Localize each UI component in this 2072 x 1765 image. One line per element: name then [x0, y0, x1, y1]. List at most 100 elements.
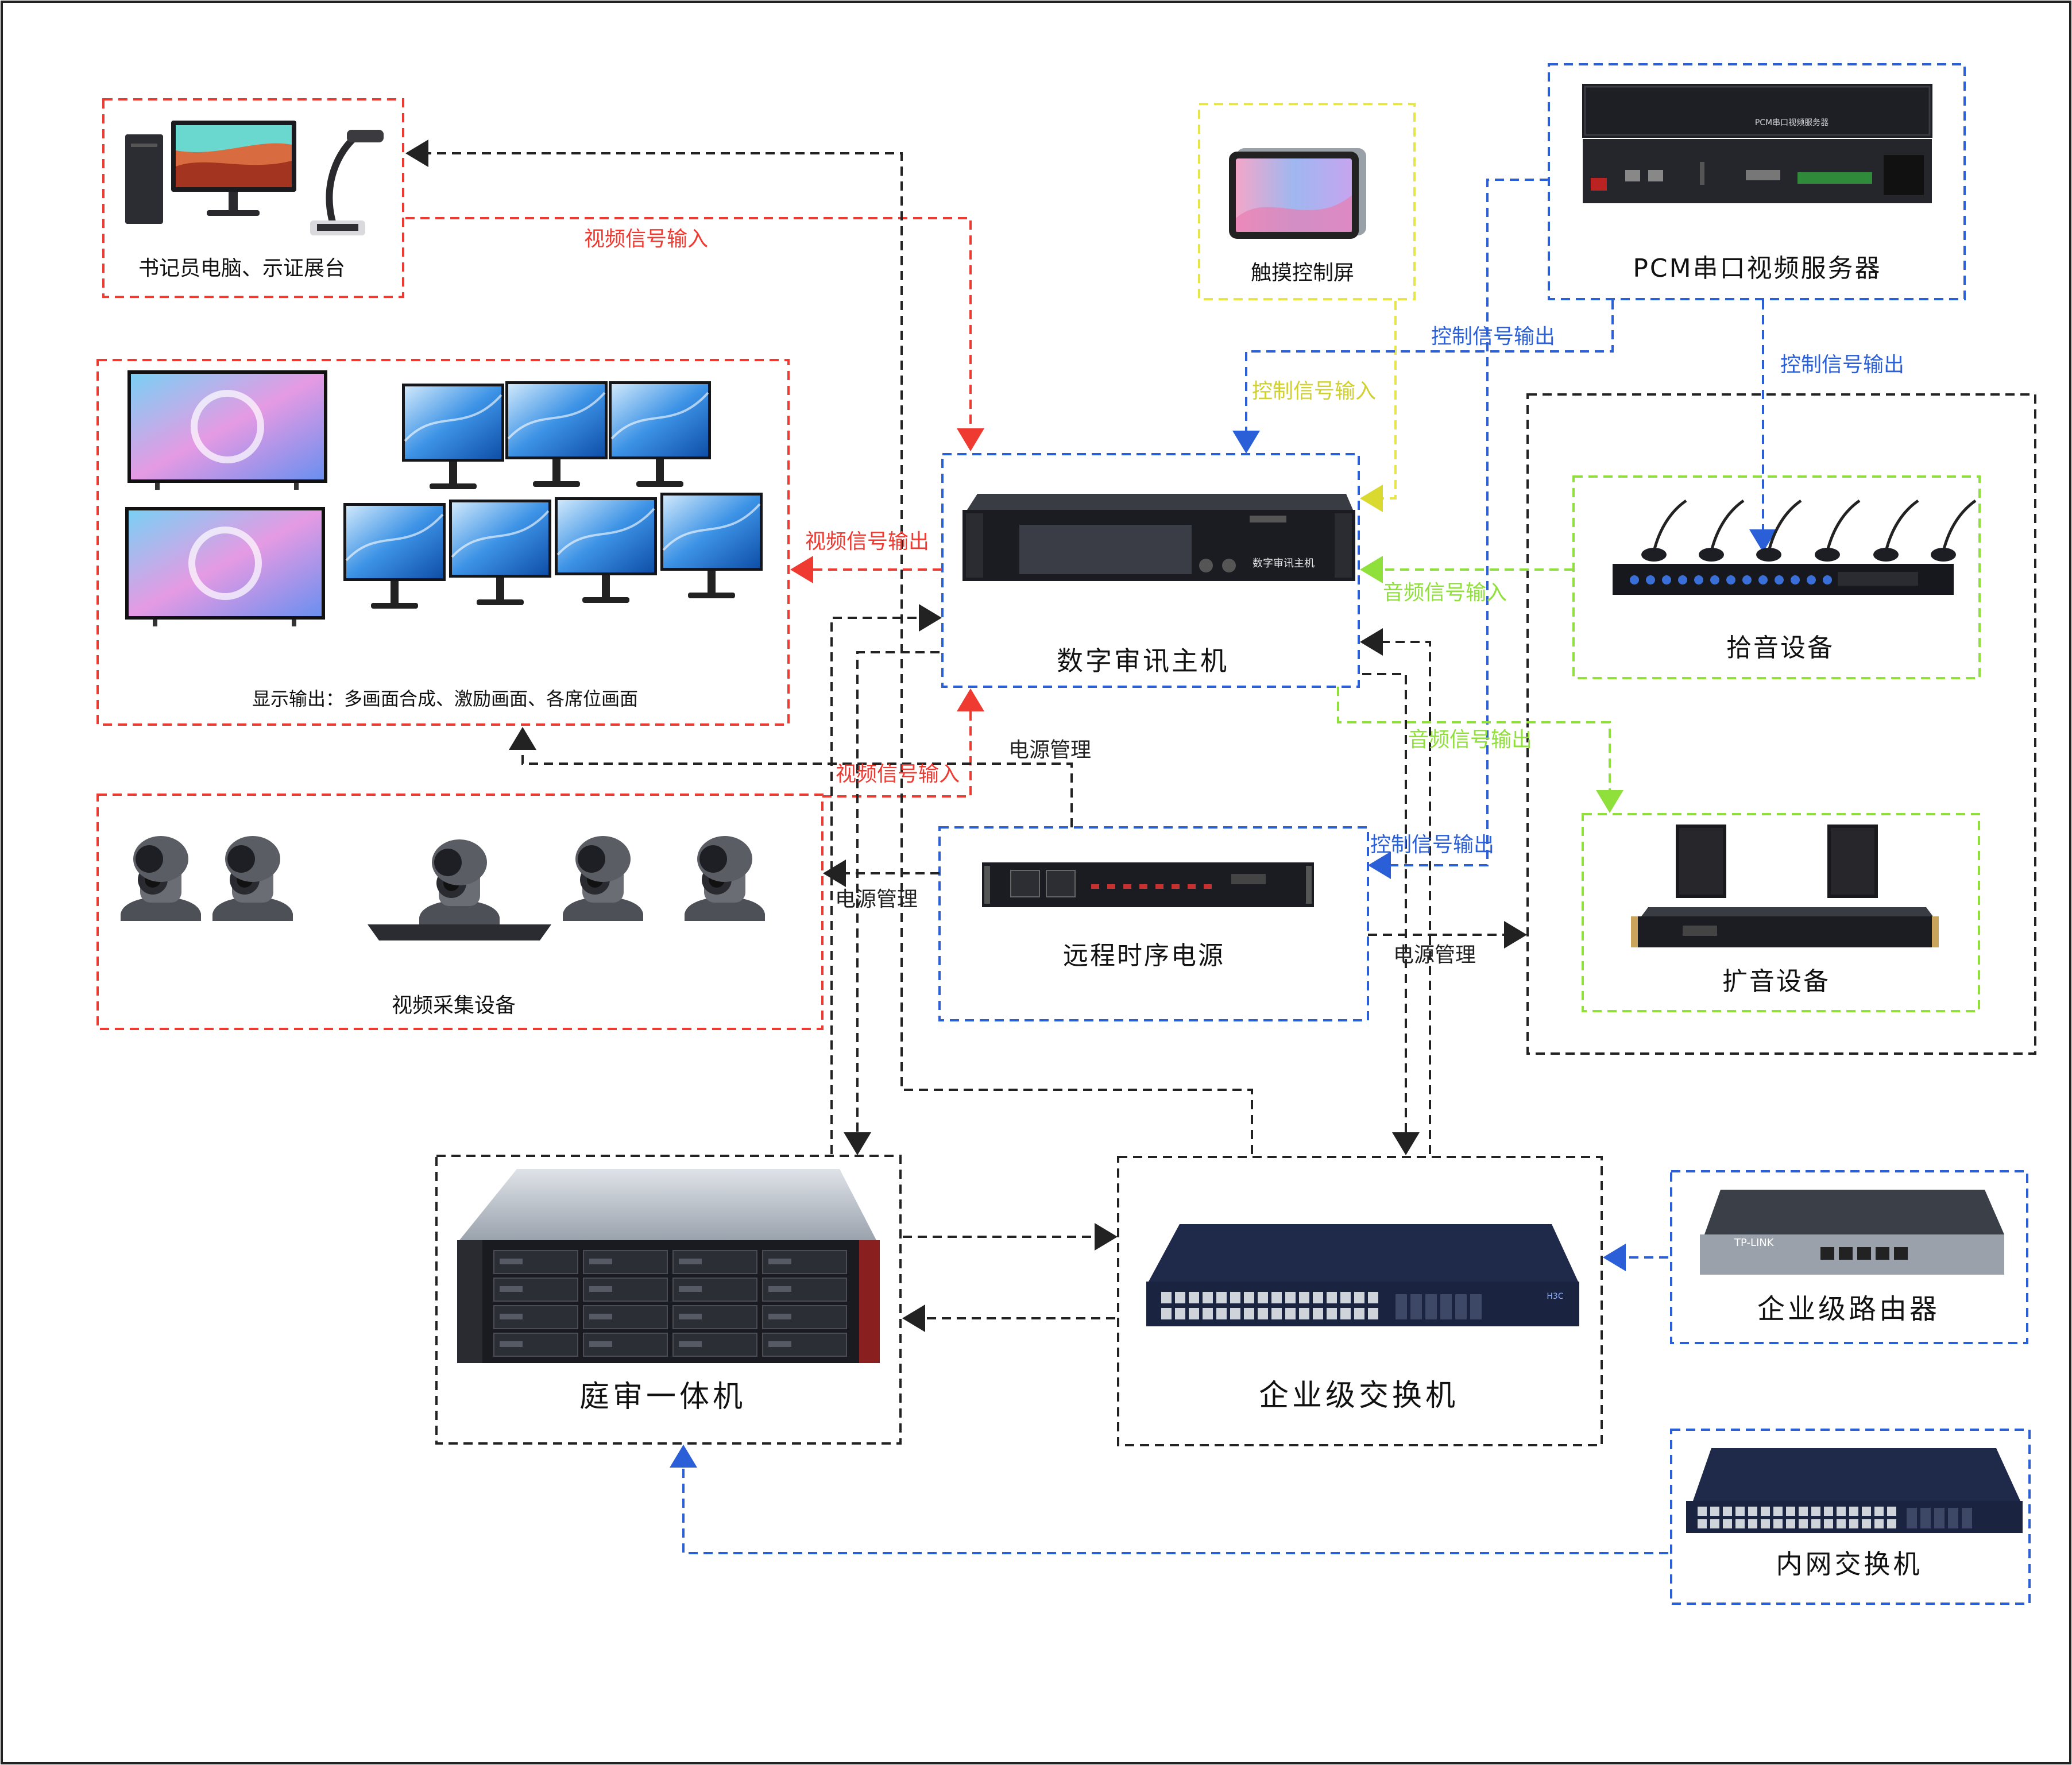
edge-power-display [509, 727, 1073, 827]
router-port [1857, 1247, 1871, 1260]
tv-screen [125, 507, 325, 626]
switch-port [1216, 1308, 1227, 1319]
microphone [1756, 499, 1802, 562]
court-server-label: 庭审一体机 [579, 1380, 746, 1414]
knob [1646, 575, 1655, 585]
switch-port [1887, 1507, 1896, 1516]
box-switch [1117, 1156, 1603, 1446]
switch-port [1271, 1292, 1282, 1303]
touch-screen-illustration: 触摸控制屏 [1229, 148, 1366, 285]
label-audio-out: 音频信号输出 [1408, 728, 1532, 752]
intranet-switch-label: 内网交换机 [1776, 1549, 1923, 1580]
router-port [1876, 1247, 1889, 1260]
box-amplifier [1582, 813, 1980, 1012]
switch-port [1773, 1507, 1783, 1516]
status-led [1155, 884, 1163, 889]
pc-tower [125, 134, 163, 224]
label-video-in-mid: 视频信号输入 [836, 762, 960, 786]
switch-port [1354, 1292, 1364, 1303]
router-port [1839, 1247, 1853, 1260]
box-court-server [435, 1155, 902, 1445]
status-led [1139, 884, 1147, 889]
edge-switch-host-b [1362, 673, 1420, 1155]
monitor [660, 493, 763, 598]
knob [1823, 575, 1832, 585]
camera-group [121, 836, 765, 940]
intranet-switch-illustration: 内网交换机 [1686, 1448, 2023, 1580]
box-audio-group [1526, 393, 2036, 1055]
box-pickup [1572, 475, 1981, 679]
label-control-out-pcm-left: 控制信号输出 [1431, 325, 1555, 349]
switch-port [1874, 1507, 1884, 1516]
video-capture-label: 视频采集设备 [392, 994, 516, 1017]
switch-label: 企业级交换机 [1259, 1379, 1459, 1413]
power-sequencer-illustration: 远程时序电源 [982, 862, 1314, 970]
box-router [1670, 1170, 2028, 1344]
sfp-slot [1470, 1294, 1482, 1319]
switch-port [1761, 1519, 1770, 1528]
switch-port [1862, 1507, 1871, 1516]
switch-port [1216, 1292, 1227, 1303]
status-led [1107, 884, 1115, 889]
box-touch-screen [1198, 103, 1416, 300]
tv-screen [127, 370, 327, 490]
switch-port [1299, 1292, 1309, 1303]
camera [685, 836, 765, 921]
clerk-pc-label: 书记员电脑、示证展台 [138, 257, 345, 280]
sfp-slot [1907, 1508, 1917, 1528]
edge-control-in [1360, 301, 1397, 512]
edge-control-out-pcm-left [1232, 300, 1614, 454]
switch-port [1837, 1519, 1846, 1528]
pcm-server-illustration: PCM串口视频服务器 PCM串口视频服务器 [1582, 84, 1932, 283]
edge-switch-host-a [1360, 628, 1431, 1154]
main-host-illustration: 数字审讯主机 数字审讯主机 [962, 494, 1355, 676]
monitor [555, 497, 657, 603]
switch-port [1799, 1519, 1808, 1528]
edge-network-clerk [405, 140, 1253, 1154]
switch-port [1203, 1308, 1213, 1319]
edge-video-in-top [405, 217, 984, 451]
pickup-label: 拾音设备 [1726, 633, 1834, 663]
camera [121, 836, 201, 921]
switch-port [1258, 1308, 1268, 1319]
switch-port [1258, 1292, 1268, 1303]
switch-port [1175, 1292, 1185, 1303]
switch-port [1175, 1308, 1185, 1319]
box-pcm-server [1548, 63, 1966, 300]
monitor [343, 503, 446, 609]
edge-intranet-court [670, 1445, 1668, 1554]
sfp-slot [1948, 1508, 1958, 1528]
router-label: 企业级路由器 [1757, 1293, 1940, 1325]
amplifier-label: 扩音设备 [1722, 967, 1830, 996]
court-server-illustration: 庭审一体机 [457, 1169, 880, 1414]
knob [1678, 575, 1687, 585]
knob [1807, 575, 1816, 585]
switch-port [1244, 1292, 1254, 1303]
display-output-label: 显示输出：多画面合成、激励画面、各席位画面 [252, 688, 638, 710]
sfp-slot [1962, 1508, 1972, 1528]
switch-port [1748, 1519, 1757, 1528]
switch-port [1285, 1308, 1296, 1319]
switch-port [1887, 1519, 1896, 1528]
label-audio-in: 音频信号输入 [1383, 581, 1507, 605]
switch-port [1340, 1292, 1351, 1303]
router-port [1820, 1247, 1834, 1260]
status-led [1091, 884, 1099, 889]
label-video-out: 视频信号输出 [805, 530, 929, 554]
switch-port [1761, 1507, 1770, 1516]
switch-port [1811, 1519, 1820, 1528]
touch-screen-label: 触摸控制屏 [1251, 261, 1354, 285]
switch-port [1874, 1519, 1884, 1528]
microphone [1699, 499, 1745, 562]
status-led [1123, 884, 1131, 889]
microphone [1873, 499, 1919, 562]
switch-port [1313, 1308, 1323, 1319]
switch-port [1285, 1292, 1296, 1303]
switch-port [1824, 1519, 1833, 1528]
switch-port [1230, 1292, 1240, 1303]
switch-port [1773, 1519, 1783, 1528]
monitor [505, 381, 608, 487]
switch-port [1368, 1308, 1378, 1319]
switch-port [1786, 1507, 1795, 1516]
switch-port [1837, 1507, 1846, 1516]
